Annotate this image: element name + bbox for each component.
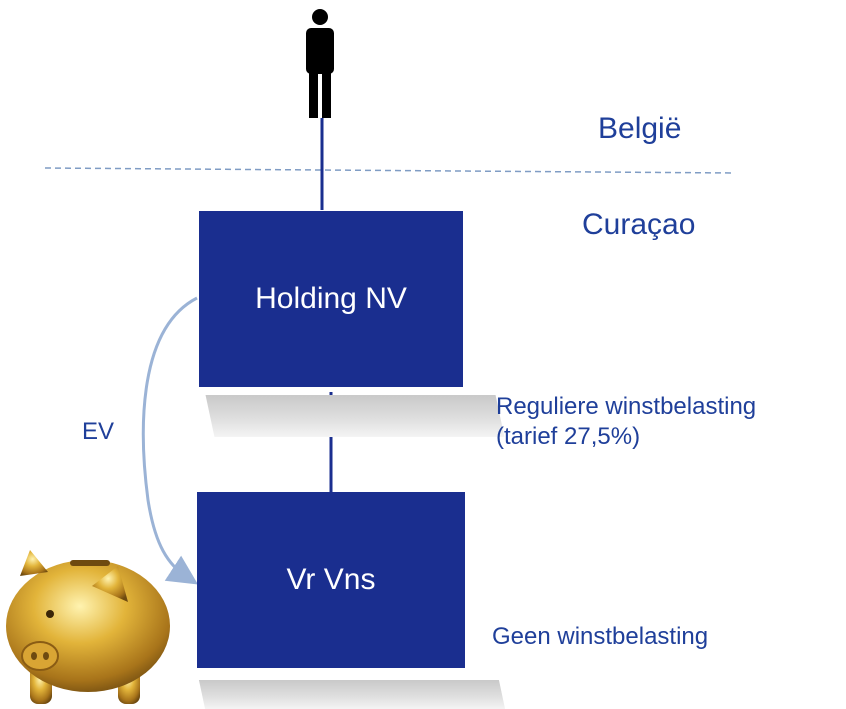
foundation-label: Vr Vns [286, 563, 376, 596]
ev-flow-label: EV [82, 418, 115, 445]
region-label-belgie: België [598, 112, 682, 145]
foundation-tax-note-line-1: Geen winstbelasting [492, 623, 709, 650]
person-icon [306, 9, 334, 118]
foundation-tax-note: Geen winstbelasting [492, 622, 708, 652]
holding-nv-box: Holding NV [199, 211, 463, 387]
holding-tax-note: Reguliere winstbelasting (tarief 27,5%) [496, 392, 756, 452]
holding-tax-note-line-1: Reguliere winstbelasting [496, 393, 757, 420]
piggy-bank-icon [6, 550, 170, 704]
region-label-curacao: Curaçao [582, 208, 696, 241]
holding-box-shadow [205, 395, 505, 437]
holding-tax-note-line-2: (tarief 27,5%) [496, 423, 641, 450]
holding-nv-label: Holding NV [255, 282, 407, 315]
country-border-line [44, 167, 736, 174]
foundation-box: Vr Vns [197, 492, 465, 668]
foundation-box-shadow [198, 680, 506, 709]
ev-flow-arrow [141, 296, 199, 585]
